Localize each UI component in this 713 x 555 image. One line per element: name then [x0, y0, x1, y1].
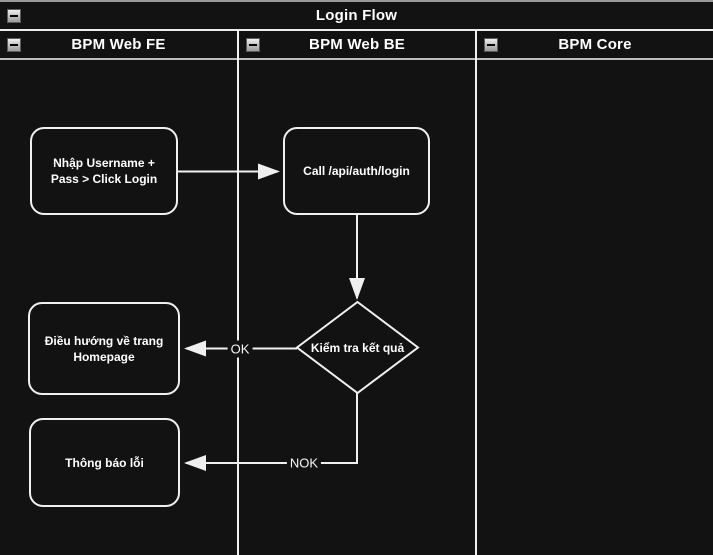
- node-label: Call /api/auth/login: [303, 164, 410, 178]
- edge-check-to-error-nok[interactable]: [184, 393, 358, 471]
- edge-label-nok[interactable]: NOK: [286, 454, 322, 472]
- lane-body-bpm-core[interactable]: [477, 60, 713, 555]
- lane-title: BPM Web BE: [309, 36, 405, 53]
- header-separator: [0, 58, 713, 60]
- minus-glyph: [249, 43, 257, 46]
- minus-glyph: [10, 43, 18, 46]
- node-input-login[interactable]: Nhập Username + Pass > Click Login: [30, 127, 178, 215]
- collapse-icon[interactable]: [7, 8, 21, 23]
- minus-glyph: [10, 14, 18, 17]
- node-label: Điều hướng về trang Homepage: [44, 333, 164, 364]
- node-redirect-homepage[interactable]: Điều hướng về trang Homepage: [28, 302, 180, 395]
- node-label: Nhập Username + Pass > Click Login: [50, 156, 158, 186]
- node-error-notify[interactable]: Thông báo lỗi: [29, 418, 180, 507]
- collapse-icon[interactable]: [7, 37, 21, 52]
- node-call-api[interactable]: Call /api/auth/login: [283, 127, 430, 215]
- lane-divider: [475, 31, 477, 555]
- minus-glyph: [487, 43, 495, 46]
- node-check-result[interactable]: Kiểm tra kết quả: [295, 300, 420, 395]
- lane-header-bpm-web-fe[interactable]: BPM Web FE: [0, 31, 237, 58]
- lane-header-bpm-web-be[interactable]: BPM Web BE: [239, 31, 475, 58]
- edge-label-ok[interactable]: OK: [227, 340, 253, 358]
- diamond-shape: [295, 300, 420, 395]
- pool-top-border: [0, 0, 713, 2]
- lane-title: BPM Web FE: [71, 36, 166, 53]
- lane-divider: [237, 31, 239, 555]
- lane-header-bpm-core[interactable]: BPM Core: [477, 31, 713, 58]
- collapse-icon[interactable]: [246, 37, 260, 52]
- lane-title: BPM Core: [558, 36, 632, 53]
- title-separator: [0, 29, 713, 31]
- pool-title: Login Flow: [315, 7, 398, 24]
- node-label: Kiểm tra kết quả: [310, 340, 405, 355]
- collapse-icon[interactable]: [484, 37, 498, 52]
- node-label: Thông báo lỗi: [65, 455, 144, 470]
- pool-title-bar[interactable]: Login Flow: [0, 2, 713, 29]
